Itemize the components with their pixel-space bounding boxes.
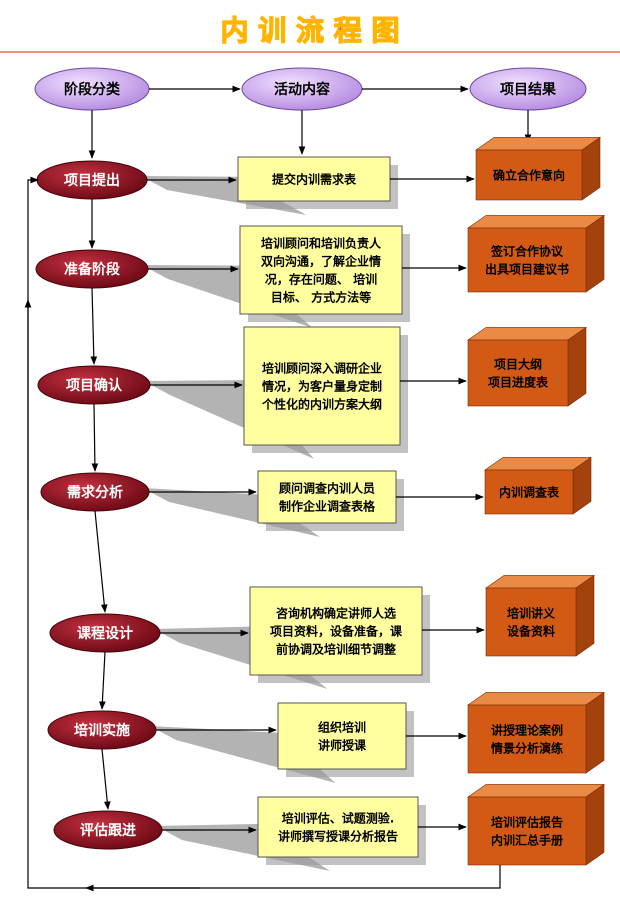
header-activity: 活动内容 — [241, 67, 363, 111]
activity-text-line: 讲师撰写授课分析报告 — [278, 828, 398, 843]
result-box-top — [467, 215, 605, 229]
result-box — [485, 587, 577, 657]
page-title: 内 训 流 程 图 — [221, 14, 400, 47]
stage-label: 培训实施 — [74, 722, 130, 739]
activity-box — [239, 225, 403, 315]
result-text-line: 签订合作协议 — [490, 243, 564, 258]
result-box — [484, 469, 574, 515]
arrow-next-stage — [90, 287, 98, 365]
activity-text-line: 培训顾问和培训负责人 — [261, 235, 382, 250]
result-box-side — [575, 574, 595, 657]
activity-text-line: 培训评估、试题测验. — [282, 810, 395, 825]
header-activity-label: 活动内容 — [274, 81, 330, 98]
result-text-line: 内训调查表 — [499, 484, 560, 499]
result-box-top — [467, 327, 587, 341]
result-text-line: 项目大纲 — [494, 356, 542, 371]
result-text-line: 设备资料 — [507, 623, 555, 638]
activity-box — [249, 586, 423, 676]
activity-text-line: 项目资料，设备准备，课 — [270, 623, 403, 638]
activity-box — [243, 326, 401, 446]
feedback-loop — [27, 176, 501, 889]
activity-text-line: 组织培训 — [318, 719, 366, 734]
arrow-next-stage — [94, 510, 108, 613]
result-text-line: 项目进度表 — [488, 374, 549, 389]
activity-text-line: 个性化的内训方案大纲 — [261, 396, 382, 411]
result-text-line: 培训讲义 — [507, 605, 556, 620]
result-box — [467, 796, 587, 866]
activity-text-line: 目标、 方式方法等 — [271, 289, 371, 304]
activity-box — [257, 796, 419, 858]
header-stage: 阶段分类 — [34, 67, 150, 111]
result-box-side — [585, 691, 605, 774]
result-box — [467, 339, 569, 407]
activity-box — [237, 156, 391, 202]
activity-text-line: 双向沟通，了解企业情 — [261, 253, 381, 268]
result-box-side — [585, 214, 605, 293]
result-box-top — [467, 784, 605, 798]
result-box — [475, 149, 583, 201]
result-text-line: 确立合作意向 — [493, 167, 565, 182]
result-box — [467, 704, 587, 774]
result-text-line: 出具项目建议书 — [485, 261, 569, 276]
stage-label: 课程设计 — [77, 625, 133, 642]
result-text-line: 内训汇总手册 — [491, 832, 563, 847]
activity-text-line: 前协调及培训细节调整 — [276, 641, 396, 656]
result-text-line: 培训评估报告 — [491, 814, 563, 829]
arrow-next-stage — [101, 748, 111, 810]
header-result: 项目结果 — [469, 67, 587, 111]
stage-label: 需求分析 — [67, 484, 123, 501]
result-box-side — [585, 783, 605, 866]
activity-text-line: 情况，为客户量身定制 — [262, 378, 382, 393]
activity-text-line: 制作企业调查表格 — [279, 498, 376, 513]
arrow-next-stage — [91, 403, 99, 472]
arrow-next-stage — [99, 651, 106, 710]
activity-text-line: 讲师授课 — [318, 737, 367, 752]
result-box — [467, 227, 587, 293]
activity-text-line: 况，存在问题、 培训 — [265, 271, 377, 286]
result-box-top — [467, 692, 605, 706]
stage-label: 准备阶段 — [64, 261, 120, 278]
stage-row: 项目提出 提交内训需求表 确立合作意向 — [36, 136, 601, 249]
activity-text-line: 提交内训需求表 — [272, 171, 357, 186]
header-result-label: 项目结果 — [500, 81, 557, 98]
result-box-top — [475, 137, 601, 151]
result-box-top — [485, 575, 595, 589]
stage-label: 项目确认 — [66, 377, 123, 394]
activity-text-line: 咨询机构确定讲师人选 — [276, 605, 396, 620]
stage-label: 评估跟进 — [80, 822, 136, 839]
activity-text-line: 培训顾问深入调研企业 — [262, 360, 382, 375]
result-text-line: 情景分析演练 — [491, 740, 563, 755]
result-box-side — [567, 326, 587, 407]
result-text-line: 讲授理论案例 — [491, 722, 563, 737]
stage-label: 项目提出 — [64, 172, 120, 189]
header-stage-label: 阶段分类 — [64, 81, 121, 98]
activity-text-line: 顾问调查内训人员 — [279, 480, 375, 495]
activity-box — [277, 702, 407, 770]
result-box-top — [484, 457, 592, 471]
activity-box — [257, 470, 397, 524]
